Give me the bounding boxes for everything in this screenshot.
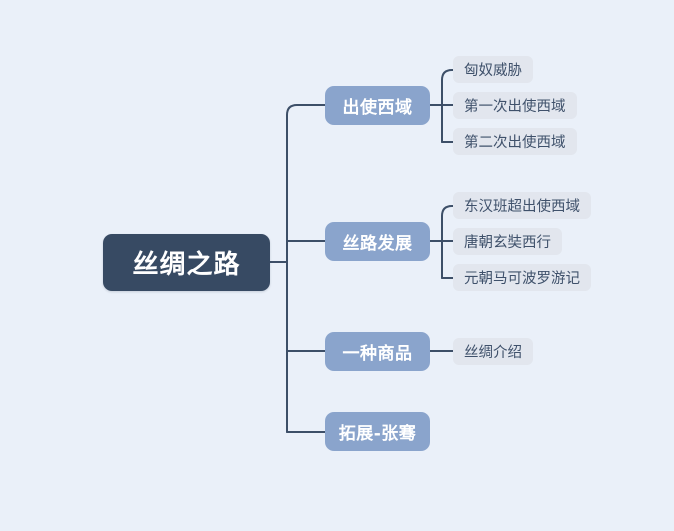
leaf-node-label: 第二次出使西域 [464, 135, 566, 151]
leaf-node-label: 元朝马可波罗游记 [464, 271, 580, 287]
leaf-node-label: 丝绸介绍 [464, 345, 522, 361]
leaf-node-label: 第一次出使西域 [464, 99, 566, 115]
leaf-node[interactable]: 东汉班超出使西域 [453, 192, 591, 219]
branch-node-label: 一种商品 [342, 344, 413, 364]
leaf-node[interactable]: 第一次出使西域 [453, 92, 577, 119]
connector-branch-0-leaf-0 [441, 69, 454, 81]
branch-node-label: 出使西域 [342, 98, 413, 118]
root-node[interactable]: 丝绸之路 [103, 234, 270, 291]
root-node-label: 丝绸之路 [132, 250, 241, 280]
connector-to-branch-0 [286, 104, 326, 116]
branch-node-label: 拓展-张骞 [338, 424, 417, 444]
leaf-node-label: 唐朝玄奘西行 [464, 235, 551, 251]
leaf-node[interactable]: 第二次出使西域 [453, 128, 577, 155]
branch-node-label: 丝路发展 [342, 234, 413, 254]
leaf-node[interactable]: 唐朝玄奘西行 [453, 228, 562, 255]
branch-node-tuozhan-zhangqian[interactable]: 拓展-张骞 [325, 412, 430, 451]
branch-node-chushi-xiyu[interactable]: 出使西域 [325, 86, 430, 125]
connector-branch-1-leaf-0 [441, 205, 454, 217]
leaf-node-label: 匈奴威胁 [464, 63, 522, 79]
branch-node-silu-fazhan[interactable]: 丝路发展 [325, 222, 430, 261]
branch-node-yizhong-shangpin[interactable]: 一种商品 [325, 332, 430, 371]
leaf-node[interactable]: 匈奴威胁 [453, 56, 533, 83]
leaf-node[interactable]: 丝绸介绍 [453, 338, 533, 365]
leaf-node[interactable]: 元朝马可波罗游记 [453, 264, 591, 291]
leaf-node-label: 东汉班超出使西域 [464, 199, 580, 215]
